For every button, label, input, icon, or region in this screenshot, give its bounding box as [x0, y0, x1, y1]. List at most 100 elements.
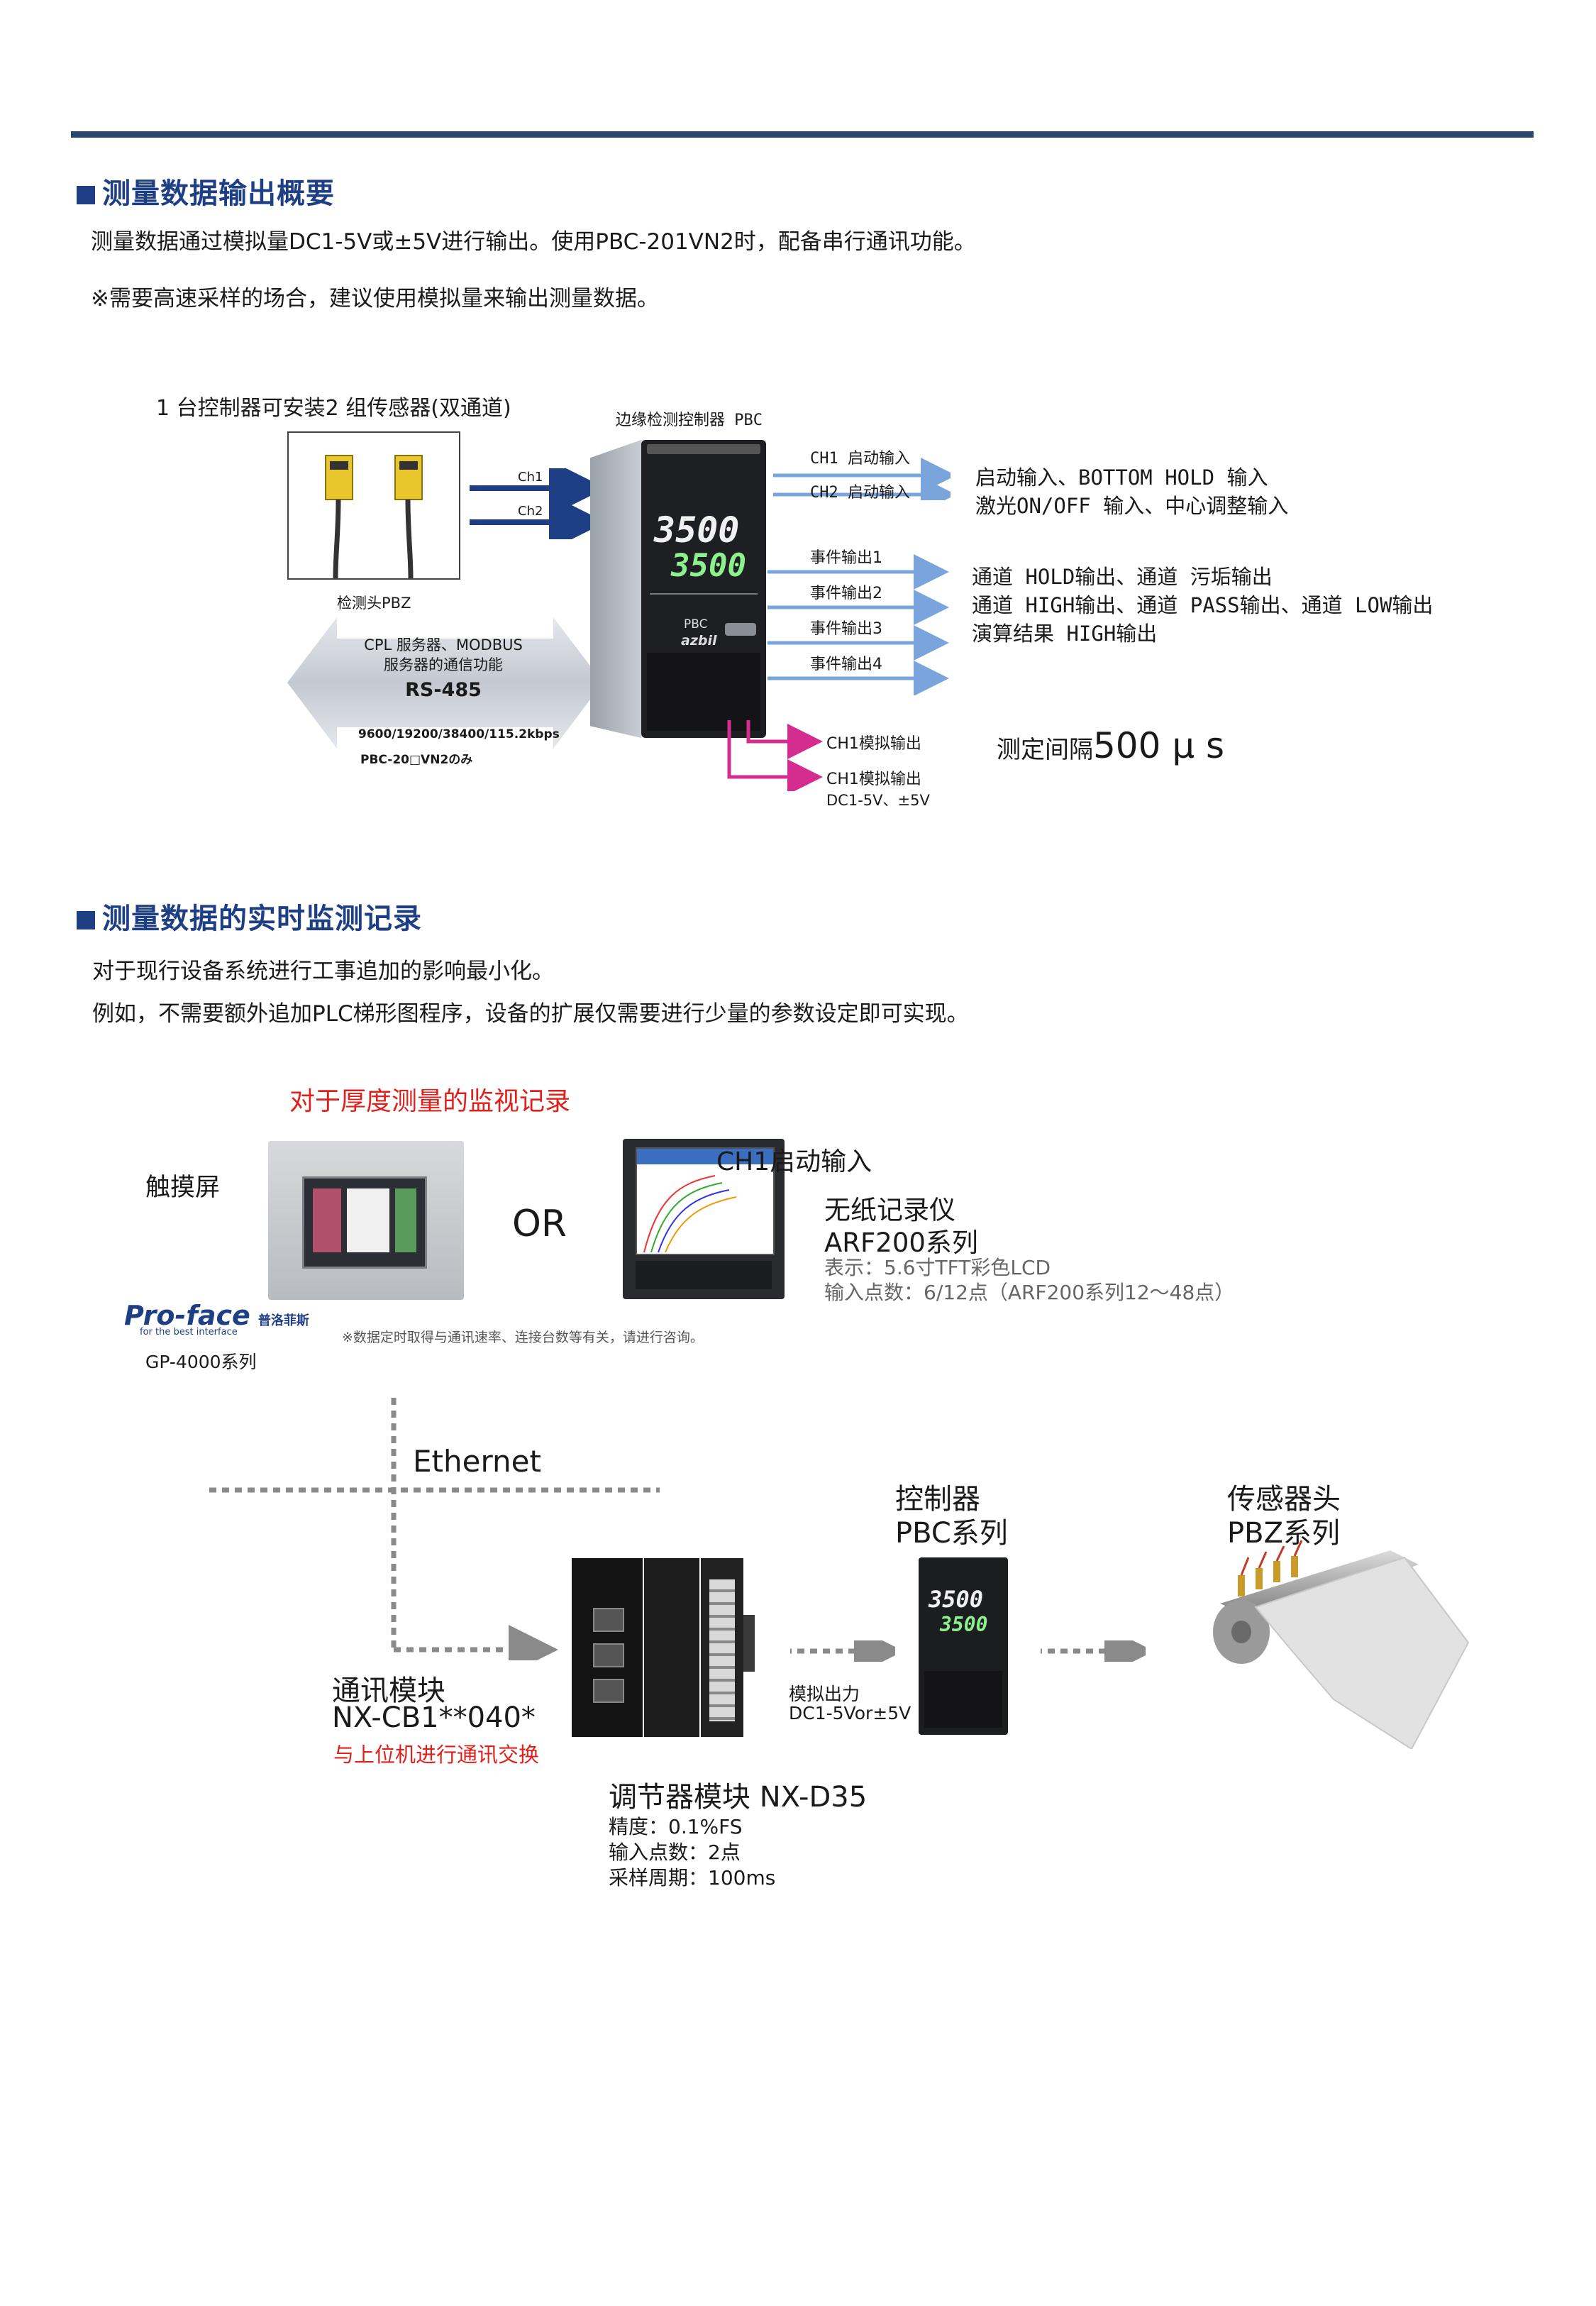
regulator-spec2: 输入点数：2点 — [609, 1841, 741, 1864]
event-desc3: 演算结果 HIGH输出 — [972, 622, 1158, 646]
baud-rate: 9600/19200/38400/115.2kbps — [358, 727, 560, 741]
regulator-title: 调节器模块 NX-D35 — [609, 1781, 868, 1814]
event1-label: 事件输出1 — [810, 549, 882, 567]
or-label: OR — [512, 1203, 567, 1245]
recorder-model: ARF200系列 — [824, 1228, 978, 1258]
recorder-image — [623, 1139, 785, 1299]
terminal-block — [701, 1558, 743, 1737]
ch2-label: Ch2 — [518, 504, 543, 519]
model-note: PBC-20□VN2のみ — [360, 753, 473, 767]
proface-cn: 普洛菲斯 — [257, 1313, 309, 1328]
pbc-controller-device: 3500 3500 PBC azbil — [590, 440, 766, 738]
regulator-spec3: 采样周期：100ms — [609, 1866, 776, 1890]
section1-heading: 测量数据输出概要 — [77, 170, 335, 211]
controller-caption: 边缘检测控制器 PBC — [616, 412, 763, 429]
analog-range: DC1-5Vor±5V — [789, 1703, 911, 1723]
proface-tagline: for the best interface — [140, 1327, 238, 1337]
comm-title: 通讯模块 — [332, 1675, 445, 1707]
ethernet-label: Ethernet — [413, 1444, 541, 1479]
event2-label: 事件输出2 — [810, 585, 882, 602]
section1-line1: 测量数据通过模拟量DC1-5V或±5V进行输出。使用PBC-201VN2时，配备… — [91, 229, 976, 255]
proface-logo: Pro-face 普洛菲斯 for the best interface — [124, 1300, 309, 1337]
recorder-trend — [643, 1175, 737, 1252]
section1-title: 测量数据输出概要 — [102, 177, 335, 210]
ch1-label: Ch1 — [518, 470, 543, 485]
sensor-to-controller-arrow — [1041, 1640, 1146, 1662]
section2-line2: 例如，不需要额外追加PLC梯形图程序，设备的扩展仅需要进行少量的参数设定即可实现… — [92, 1001, 969, 1027]
measurement-interval: 测定间隔500 μ s — [997, 725, 1224, 766]
controller-model: PBC系列 — [895, 1517, 1008, 1550]
monitor-red-title: 对于厚度测量的监视记录 — [289, 1087, 571, 1116]
rs485-double-arrow — [287, 617, 603, 749]
brand-pbc: PBC — [684, 617, 708, 631]
head-label: 检测头PBZ — [337, 595, 411, 612]
sensor-heads-image — [325, 455, 423, 579]
analog2-label: CH1模拟输出 — [826, 771, 921, 788]
comm-note: 与上位机进行通讯交换 — [333, 1743, 540, 1767]
roll-sensor-illustration — [1213, 1540, 1470, 1749]
display-bottom: 3500 — [671, 548, 746, 584]
top-rule — [71, 131, 1534, 138]
event-desc1: 通道 HOLD输出、通道 污垢输出 — [972, 565, 1273, 589]
section2-line1: 对于现行设备系统进行工事追加的影响最小化。 — [92, 959, 554, 984]
touch-panel-screen — [302, 1176, 427, 1269]
controller-to-nx-arrow — [790, 1640, 895, 1662]
ethernet-lines — [209, 1398, 660, 1660]
heading-square-icon — [77, 186, 95, 204]
analog-arrows — [727, 720, 823, 791]
small-pbc-controller: 3500 3500 — [919, 1557, 1008, 1735]
recorder-screen — [636, 1147, 775, 1255]
analog-label: 模拟出力 — [789, 1684, 860, 1704]
touch-label: 触摸屏 — [145, 1174, 221, 1202]
input-desc2: 激光ON/OFF 输入、中心调整输入 — [975, 494, 1289, 518]
analog2-range: DC1-5V、±5V — [826, 792, 930, 809]
device-face: 3500 3500 PBC azbil — [641, 440, 766, 738]
rs485-label: RS-485 — [405, 679, 482, 701]
input2-label: CH2 启动输入 — [810, 484, 910, 502]
interval-prefix: 测定间隔 — [997, 736, 1093, 764]
rs485-line1: CPL 服务器、MODBUS — [364, 636, 523, 653]
comm-module-block — [572, 1558, 643, 1737]
sensor-title: 传感器头 — [1227, 1483, 1341, 1516]
event-desc2: 通道 HIGH输出、通道 PASS输出、通道 LOW输出 — [972, 593, 1434, 617]
input1-label: CH1 启动输入 — [810, 450, 910, 468]
input-arrows — [773, 458, 951, 500]
interval-value: 500 μ s — [1093, 725, 1225, 766]
display-top: 3500 — [654, 509, 740, 551]
regulator-spec1: 精度：0.1%FS — [609, 1815, 743, 1838]
touch-panel-image — [268, 1141, 464, 1300]
analog2-arrow — [727, 720, 823, 791]
recorder-overlay: CH1启动输入 — [716, 1147, 872, 1176]
sensor-model: PBZ系列 — [1227, 1517, 1340, 1550]
device-button — [725, 623, 756, 636]
sensor-caption: 1 台控制器可安装2 组传感器(双通道) — [156, 396, 511, 421]
unit-block — [644, 1558, 699, 1737]
gp-model: GP-4000系列 — [145, 1352, 257, 1372]
ch-arrows — [470, 468, 596, 539]
small-display-bottom: 3500 — [940, 1613, 988, 1636]
recorder-title: 无纸记录仪 — [824, 1195, 955, 1225]
brand-azbil: azbil — [681, 633, 717, 649]
sensor-heads-box — [287, 431, 460, 580]
device-side — [590, 440, 641, 738]
rs485-text: CPL 服务器、MODBUS 服务器的通信功能 RS-485 — [355, 635, 532, 700]
event4-label: 事件输出4 — [810, 656, 882, 673]
recorder-spec2: 输入点数：6/12点（ARF200系列12～48点） — [824, 1281, 1235, 1304]
note: ※数据定时取得与通讯速率、连接台数等有关，请进行咨询。 — [342, 1330, 704, 1345]
controller-title: 控制器 — [895, 1483, 980, 1516]
analog1-arrow — [746, 720, 823, 759]
input-desc1: 启动输入、BOTTOM HOLD 输入 — [975, 465, 1268, 490]
event3-label: 事件输出3 — [810, 620, 882, 638]
section1-line2: ※需要高速采样的场合，建议使用模拟量来输出测量数据。 — [91, 286, 659, 311]
event-arrows — [767, 554, 949, 695]
small-display-top: 3500 — [929, 1586, 984, 1613]
heading-square-icon-2 — [77, 911, 95, 929]
rs485-line2: 服务器的通信功能 — [384, 656, 503, 673]
nx-module-image — [572, 1558, 755, 1737]
analog1-label: CH1模拟输出 — [826, 735, 921, 753]
recorder-spec1: 表示：5.6寸TFT彩色LCD — [824, 1256, 1051, 1279]
comm-model: NX-CB1**040* — [332, 1701, 536, 1734]
proface-logo-text: Pro-face — [124, 1300, 250, 1331]
section2-heading: 测量数据的实时监测记录 — [77, 895, 422, 937]
section2-title: 测量数据的实时监测记录 — [102, 903, 422, 935]
